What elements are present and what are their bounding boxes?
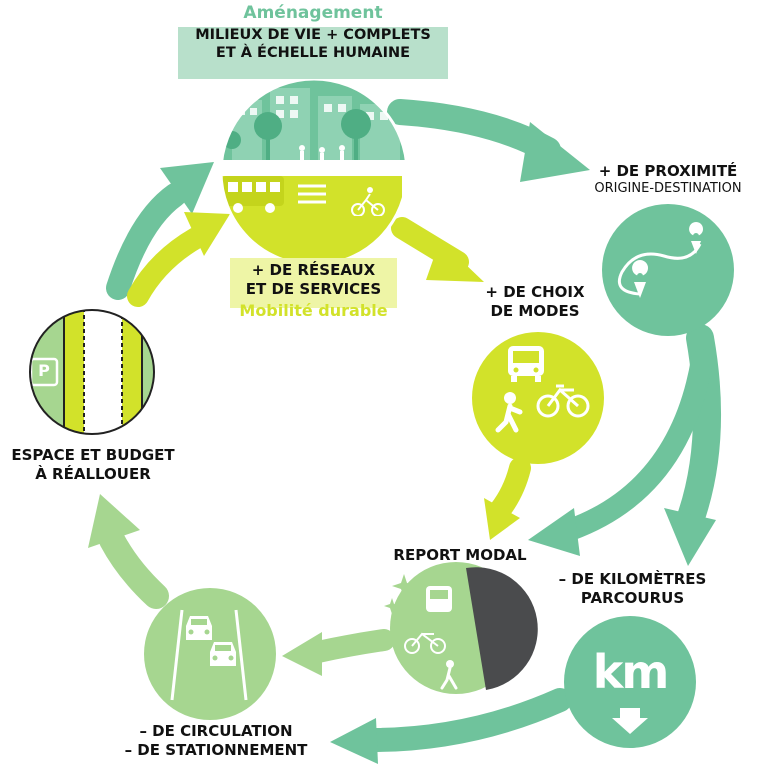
proximity-line-2: ORIGINE-DESTINATION [594, 180, 742, 196]
mobility-subtitle: Mobilité durable [239, 300, 388, 320]
kilometres-icon [564, 616, 696, 748]
proximity-label: + DE PROXIMITÉ ORIGINE-DESTINATION [578, 162, 758, 197]
kilometres-line-1: – DE KILOMÈTRES [558, 570, 707, 588]
arrow-report-to-circulation [282, 629, 395, 676]
report-title: REPORT MODAL [393, 546, 527, 564]
transport-modes-icon [472, 332, 604, 464]
parking-symbol: P [38, 361, 50, 380]
modes-line-2: DE MODES [490, 301, 580, 320]
kilometres-line-2: PARCOURUS [580, 588, 685, 607]
mobility-line-1: + DE RÉSEAUX [251, 261, 376, 279]
top-label-band [178, 27, 448, 79]
traffic-icon [144, 588, 276, 720]
modal-shift-icon [384, 562, 538, 694]
km-symbol: km [592, 645, 670, 699]
mobility-label-band [230, 258, 397, 308]
proximity-line-1: + DE PROXIMITÉ [598, 162, 738, 180]
space-line-2: À RÉALLOUER [35, 464, 151, 483]
arrow-top-to-modes [391, 217, 484, 282]
circulation-line-2: – DE STATIONNEMENT [124, 740, 308, 759]
circulation-line-1: – DE CIRCULATION [139, 722, 293, 740]
report-label: REPORT MODAL [380, 546, 540, 565]
top-label: Aménagement MILIEUX DE VIE + COMPLETS ET… [178, 3, 448, 63]
modes-label: + DE CHOIX DE MODES [470, 283, 600, 321]
top-title: Aménagement [243, 3, 383, 23]
arrow-space-to-top-inner [127, 212, 230, 307]
space-line-1: ESPACE ET BUDGET [11, 446, 175, 464]
arrow-space-to-top-outer [106, 162, 214, 300]
arrow-proximity-to-report [528, 349, 713, 556]
top-line-1: MILIEUX DE VIE + COMPLETS [195, 27, 431, 44]
space-label: ESPACE ET BUDGET À RÉALLOUER [2, 446, 184, 484]
arrow-circulation-to-space [88, 494, 169, 609]
proximity-icon [602, 204, 734, 336]
arrow-modes-to-report [484, 457, 531, 540]
kilometres-label: – DE KILOMÈTRES PARCOURUS [545, 570, 720, 608]
top-line-2: ET À ÉCHELLE HUMAINE [215, 45, 411, 62]
mobility-line-2: ET DE SERVICES [245, 279, 382, 298]
city-mobility-illustration [218, 77, 410, 267]
arrow-top-to-proximity [387, 99, 590, 182]
modes-line-1: + DE CHOIX [485, 283, 585, 301]
arrow-kilometres-to-circulation [330, 688, 572, 764]
circulation-label: – DE CIRCULATION – DE STATIONNEMENT [106, 722, 326, 760]
mobility-label: + DE RÉSEAUX ET DE SERVICES Mobilité dur… [230, 261, 397, 321]
